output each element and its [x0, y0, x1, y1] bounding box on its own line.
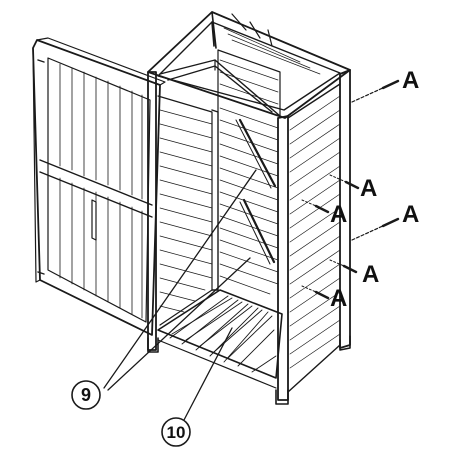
fastener-label-a: A	[360, 175, 377, 202]
open-door	[32, 37, 166, 336]
callout-part-10: 10	[161, 327, 233, 447]
callout-circle	[161, 417, 191, 447]
fastener-label-a: A	[362, 261, 379, 288]
part-number-9: 9	[81, 385, 91, 405]
fastener-label-a: A	[330, 285, 347, 312]
callout-part-9: 9	[71, 169, 257, 410]
cabinet-body	[147, 49, 351, 405]
fastener-label-a: A	[402, 67, 419, 94]
part-number-10: 10	[167, 423, 186, 442]
fastener-label-a: A	[402, 201, 419, 228]
fasteners	[301, 79, 400, 300]
callout-circle	[71, 380, 101, 410]
floor-slats	[157, 289, 283, 389]
fastener-label-a: A	[330, 201, 347, 228]
